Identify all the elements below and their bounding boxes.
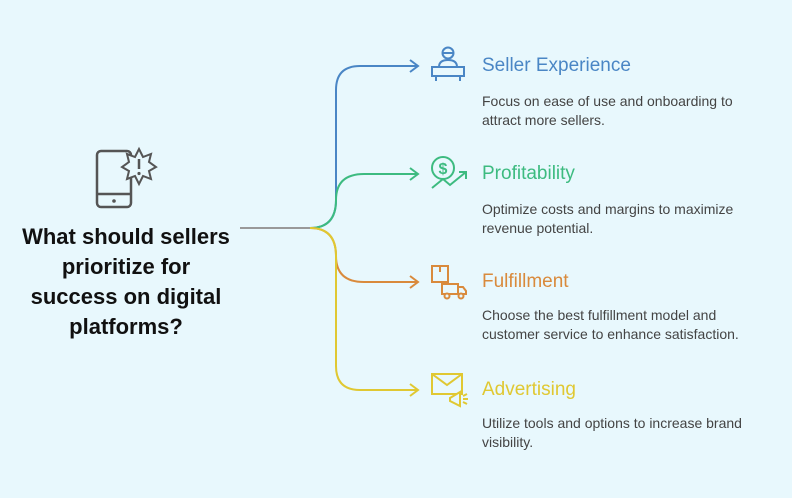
branch-title-seller-experience: Seller Experience — [482, 55, 631, 76]
connector-seller-experience — [309, 65, 417, 229]
arrow-profitability — [409, 167, 420, 181]
connector-advertising — [309, 227, 417, 391]
branch-title-advertising: Advertising — [482, 379, 576, 400]
branch-title-fulfillment: Fulfillment — [482, 271, 569, 292]
svg-text:$: $ — [439, 161, 448, 178]
connector-fulfillment — [309, 227, 417, 283]
branch-desc-advertising: Utilize tools and options to increase br… — [482, 415, 742, 450]
central-question: What should sellers prioritize for succe… — [22, 224, 230, 339]
seller-at-desk-icon — [431, 46, 465, 81]
branch-desc-profitability: Optimize costs and margins to maximize r… — [482, 201, 734, 236]
branch-desc-seller-experience: Focus on ease of use and onboarding to a… — [482, 93, 733, 128]
branch-title-profitability: Profitability — [482, 163, 575, 184]
branch-desc-fulfillment: Choose the best fulfillment model and cu… — [482, 307, 739, 342]
box-truck-icon — [431, 265, 467, 300]
arrow-fulfillment — [409, 275, 420, 289]
arrow-advertising — [409, 383, 420, 397]
connector-profitability — [309, 173, 417, 229]
envelope-megaphone-icon — [431, 373, 468, 408]
arrow-seller-experience — [409, 59, 420, 73]
dollar-growth-icon: $ — [431, 156, 467, 189]
phone-alert-icon — [95, 146, 158, 209]
